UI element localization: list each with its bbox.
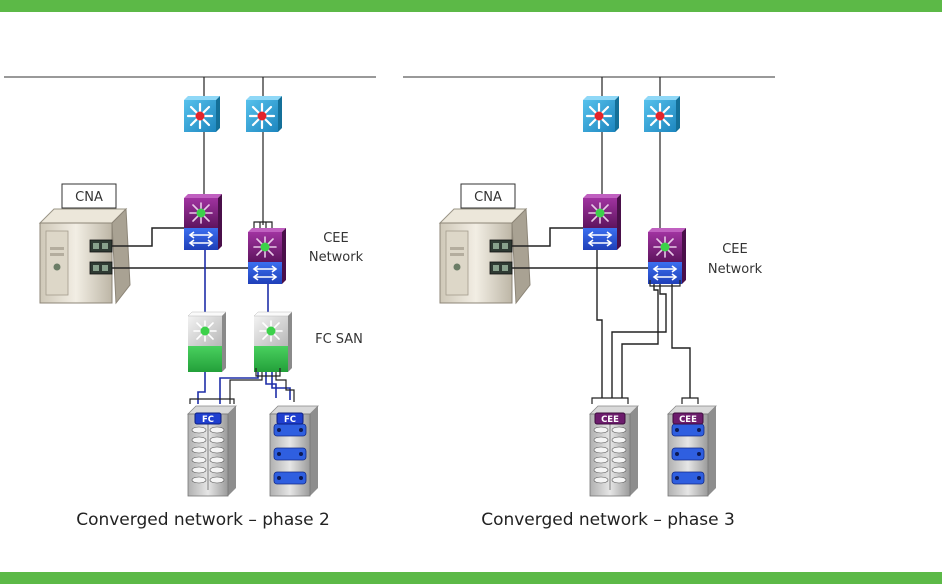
server-icon xyxy=(439,208,531,304)
cna-label: CNA xyxy=(75,190,103,205)
phase3-caption: Converged network – phase 3 xyxy=(481,510,735,530)
array-tag-label: CEE xyxy=(679,415,697,425)
array-tag xyxy=(594,412,626,425)
cee-label-line1: CEE xyxy=(722,242,748,257)
nic-port-icon xyxy=(489,239,513,253)
bottom-green-band xyxy=(0,572,942,584)
cee-switch-icon xyxy=(183,193,223,251)
array-tag-label: CEE xyxy=(601,415,619,425)
phase3-diagram: CNA CEE CEE CEE Network Converged networ… xyxy=(403,76,775,530)
array-tag xyxy=(276,412,304,425)
cee-label-line2: Network xyxy=(708,262,763,277)
lan-switch-icon xyxy=(182,94,222,134)
nic-port-icon xyxy=(89,261,113,275)
array-tag xyxy=(672,412,704,425)
lan-switch-icon xyxy=(244,94,284,134)
lan-switch-icon xyxy=(642,94,682,134)
cee-switch-icon xyxy=(582,193,622,251)
array-tag xyxy=(194,412,222,425)
fc-switch-icon xyxy=(187,311,227,373)
cee-switch-icon xyxy=(247,227,287,285)
cee-switch-icon xyxy=(647,227,687,285)
cee-label-line1: CEE xyxy=(323,231,349,246)
fc-san-label: FC SAN xyxy=(315,332,363,347)
array-tag-label: FC xyxy=(202,415,214,425)
nic-port-icon xyxy=(489,261,513,275)
phase2-diagram: CNA FC FC CEE Network FC SAN Con xyxy=(4,76,376,530)
cna-label-box xyxy=(460,183,516,209)
nic-port-icon xyxy=(89,239,113,253)
lan-switch-icon xyxy=(581,94,621,134)
fc-switch-icon xyxy=(253,311,293,373)
cna-label: CNA xyxy=(474,190,502,205)
server-icon xyxy=(39,208,131,304)
array-tag-label: FC xyxy=(284,415,296,425)
top-green-band xyxy=(0,0,942,12)
cee-label-line2: Network xyxy=(309,250,364,265)
phase2-caption: Converged network – phase 2 xyxy=(76,510,330,530)
cna-label-box xyxy=(61,183,117,209)
